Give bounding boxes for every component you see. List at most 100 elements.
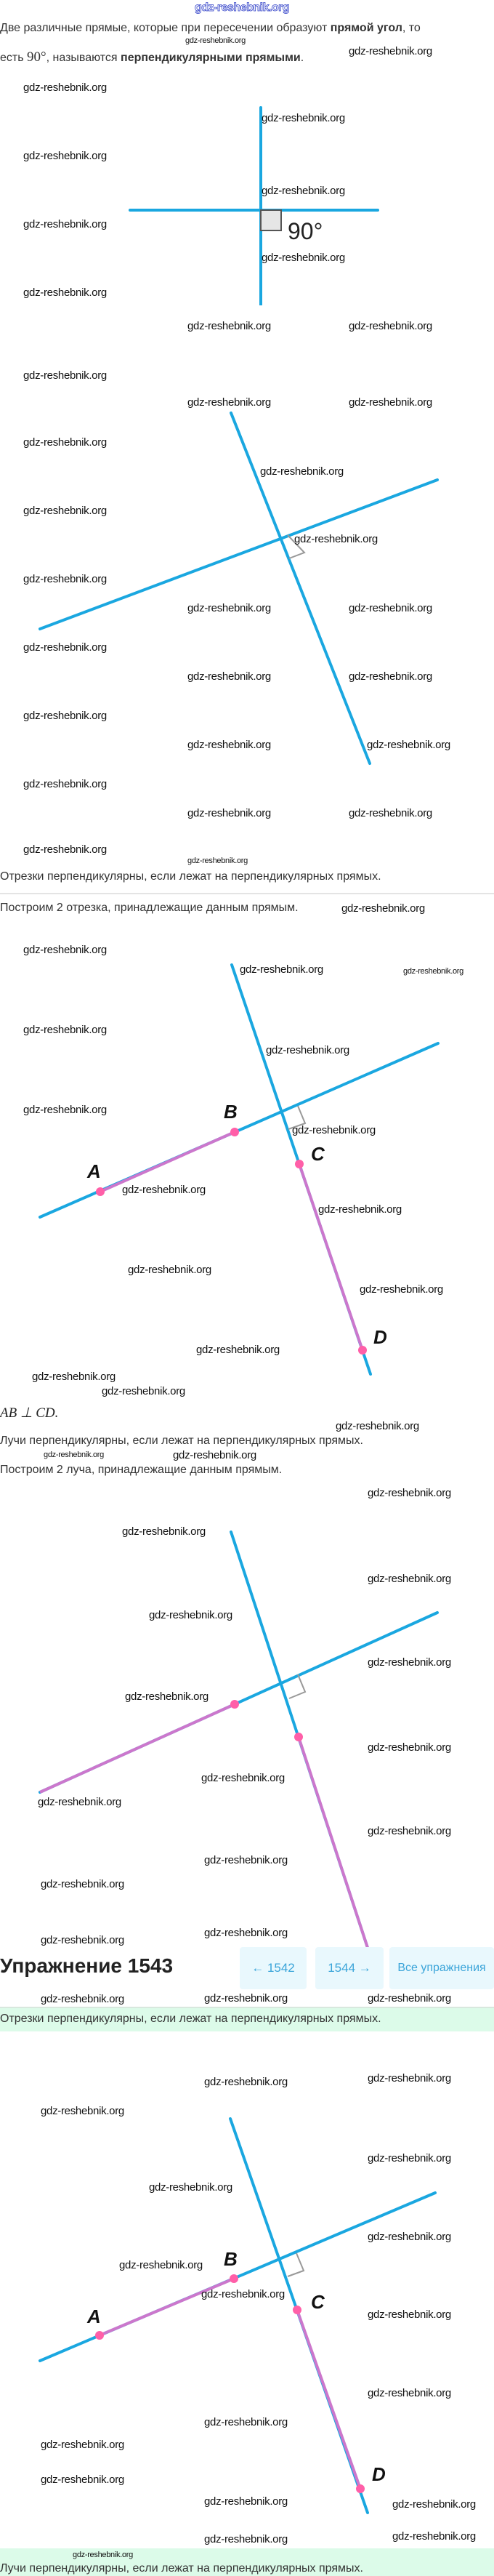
ray-down (297, 1736, 371, 1955)
segments-build-text: Построим 2 отрезка, принадлежащие данным… (0, 902, 299, 914)
watermark-text: gdz-reshebnik.org (201, 1772, 285, 1784)
exercise-footer-rule: Лучи перпендикулярны, если лежат на перп… (0, 2562, 363, 2575)
watermark-text: gdz-reshebnik.org (294, 533, 378, 545)
intro-bold-right-angle: прямой угол (330, 22, 402, 34)
watermark-text: gdz-reshebnik.org (349, 670, 432, 683)
point-d (356, 2484, 365, 2493)
watermark-text: gdz-reshebnik.org (41, 2105, 124, 2117)
watermark-text: gdz-reshebnik.org (368, 2387, 451, 2399)
watermark-text: gdz-reshebnik.org (204, 2076, 288, 2088)
ray-left (39, 1703, 235, 1794)
exercise-rule: Отрезки перпендикулярны, если лежат на п… (0, 2013, 381, 2025)
watermark-text: gdz-reshebnik.org (187, 396, 271, 409)
watermark-text: gdz-reshebnik.org (204, 2533, 288, 2545)
watermark-text: gdz-reshebnik.org (368, 2072, 451, 2085)
watermark-text: gdz-reshebnik.org (368, 1741, 451, 1754)
watermark-text: gdz-reshebnik.org (173, 1449, 256, 1461)
watermark-text: gdz-reshebnik.org (149, 2181, 232, 2194)
intro-text: , называются (46, 52, 121, 64)
watermark-text: gdz-reshebnik.org (187, 602, 271, 614)
intro-text: , то (402, 22, 421, 34)
watermark-text: gdz-reshebnik.org (367, 739, 450, 751)
watermark-text: gdz-reshebnik.org (23, 81, 107, 94)
watermark-text: gdz-reshebnik.org (23, 436, 107, 449)
watermark-text: gdz-reshebnik.org (73, 2551, 133, 2559)
watermark-text: gdz-reshebnik.org (368, 1992, 451, 2005)
watermark-text: gdz-reshebnik.org (336, 1420, 419, 1432)
watermark-text: gdz-reshebnik.org (187, 739, 271, 751)
watermark-text: gdz-reshebnik.org (185, 36, 246, 45)
all-exercises-button[interactable]: Все упражнения (389, 1947, 494, 1989)
watermark-text: gdz-reshebnik.org (23, 710, 107, 722)
watermark-text: gdz-reshebnik.org (122, 1184, 206, 1196)
watermark-text: gdz-reshebnik.org (41, 1878, 124, 1890)
watermark-text: gdz-reshebnik.org (102, 1385, 185, 1397)
segment-cd (298, 1163, 364, 1351)
line-steep (230, 412, 371, 765)
watermark-text: gdz-reshebnik.org (368, 1656, 451, 1669)
watermark-text: gdz-reshebnik.org (23, 505, 107, 517)
watermark-text: gdz-reshebnik.org (32, 1371, 116, 1383)
watermark-text: gdz-reshebnik.org (368, 2308, 451, 2321)
watermark-text: gdz-reshebnik.org (41, 1934, 124, 1946)
watermark-text: gdz-reshebnik.org (23, 369, 107, 382)
watermark-text: gdz-reshebnik.org (23, 1024, 107, 1036)
watermark-text: gdz-reshebnik.org (349, 396, 432, 409)
ray-origin-2 (294, 1733, 303, 1741)
line-shallow (39, 478, 439, 630)
point-c (293, 2306, 301, 2314)
right-angle-mark (288, 1105, 307, 1130)
watermark-text: gdz-reshebnik.org (349, 602, 432, 614)
angle-label: 90° (288, 218, 323, 244)
label-d: D (373, 1326, 387, 1348)
divider (0, 893, 494, 894)
next-exercise-button[interactable]: 1544 → (315, 1947, 384, 1989)
rule-highlight (0, 2548, 494, 2576)
watermark-text: gdz-reshebnik.org (349, 320, 432, 332)
exercise-title: Упражнение 1543 (0, 1954, 174, 1977)
label-a: A (86, 2306, 101, 2327)
watermark-text: gdz-reshebnik.org (368, 1487, 451, 1499)
right-angle-mark (260, 209, 282, 231)
point-b (230, 1128, 239, 1136)
watermark-text: gdz-reshebnik.org (266, 1044, 349, 1056)
watermark-text: gdz-reshebnik.org (23, 286, 107, 299)
watermark-text: gdz-reshebnik.org (204, 1854, 288, 1866)
label-b: B (224, 2248, 238, 2270)
watermark-text: gdz-reshebnik.org (392, 2530, 476, 2543)
watermark-text: gdz-reshebnik.org (204, 2416, 288, 2428)
watermark-text: gdz-reshebnik.org (318, 1203, 402, 1216)
rays-rule: Лучи перпендикулярны, если лежат на перп… (0, 1435, 363, 1447)
intro-text: есть (0, 52, 28, 64)
watermark-text: gdz-reshebnik.org (292, 1124, 376, 1136)
point-d (358, 1346, 367, 1355)
right-angle-mark (287, 2252, 305, 2277)
watermark-text: gdz-reshebnik.org (23, 150, 107, 162)
site-logo-watermark: gdz-reshebnik.org (195, 1, 290, 15)
watermark-text: gdz-reshebnik.org (187, 670, 271, 683)
watermark-text: gdz-reshebnik.org (262, 252, 345, 264)
watermark-text: gdz-reshebnik.org (122, 1525, 206, 1538)
segments-rule: Отрезки перпендикулярны, если лежат на п… (0, 870, 381, 883)
watermark-text: gdz-reshebnik.org (262, 185, 345, 197)
rays-build-text: Построим 2 луча, принадлежащие данным пр… (0, 1464, 283, 1476)
watermark-text: gdz-reshebnik.org (368, 2231, 451, 2243)
watermark-text: gdz-reshebnik.org (204, 2495, 288, 2508)
watermark-text: gdz-reshebnik.org (360, 1283, 443, 1296)
label-a: A (86, 1160, 101, 1182)
oblique-perpendicular-diagram (39, 412, 439, 765)
watermark-text: gdz-reshebnik.org (368, 2152, 451, 2164)
prev-exercise-button[interactable]: ← 1542 (240, 1947, 307, 1989)
segments-diagram: A B C D (39, 963, 440, 1376)
label-c: C (311, 2291, 325, 2313)
watermark-text: gdz-reshebnik.org (240, 963, 323, 976)
watermark-text: gdz-reshebnik.org (41, 2473, 124, 2486)
watermark-text: gdz-reshebnik.org (368, 1573, 451, 1585)
label-d: D (372, 2463, 386, 2485)
intro-line-2: есть 90°, называются перпендикулярными п… (0, 49, 304, 65)
watermark-text: gdz-reshebnik.org (23, 944, 107, 956)
watermark-text: gdz-reshebnik.org (23, 843, 107, 856)
watermark-text: gdz-reshebnik.org (349, 807, 432, 819)
watermark-text: gdz-reshebnik.org (23, 218, 107, 230)
